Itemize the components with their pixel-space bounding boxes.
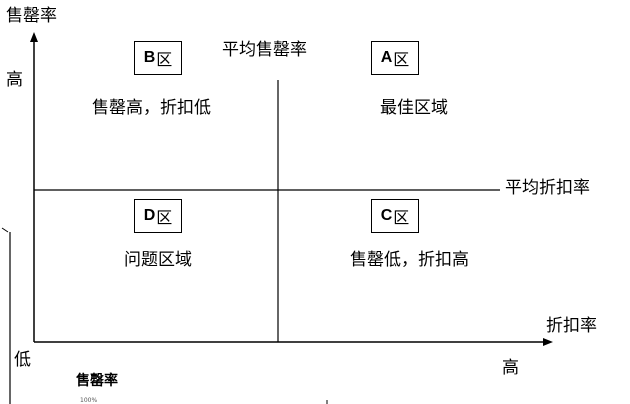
y-axis-arrow — [30, 32, 38, 42]
origin-low-label: 低 — [14, 350, 31, 370]
x-axis-high-label: 高 — [502, 358, 519, 378]
quadrant-a-desc: 最佳区域 — [380, 98, 448, 118]
quadrant-a-letter: A — [380, 49, 393, 66]
left-edge-tick — [1, 227, 9, 233]
quadrant-d-desc: 问题区域 — [124, 250, 192, 270]
avg-discount-label: 平均折扣率 — [505, 178, 590, 198]
y-axis-title: 售罄率 — [6, 6, 57, 26]
x-axis-title: 折扣率 — [546, 316, 597, 336]
quadrant-c-letter: C — [380, 207, 393, 224]
quadrant-a-suffix: 区 — [393, 52, 410, 69]
avg-sellthrough-label: 平均售罄率 — [222, 40, 307, 60]
quadrant-d-suffix: 区 — [156, 210, 173, 227]
quadrant-b-suffix: 区 — [156, 52, 173, 69]
quadrant-c-desc: 售罄低，折扣高 — [350, 250, 469, 270]
quadrant-c-suffix: 区 — [393, 210, 410, 227]
quadrant-b-letter: B — [143, 49, 156, 66]
bottom-tiny-label: 100% — [80, 397, 98, 404]
bottom-label: 售罄率 — [76, 373, 118, 389]
quadrant-d-letter: D — [143, 207, 156, 224]
quadrant-b-desc: 售罄高，折扣低 — [92, 98, 211, 118]
x-axis-arrow — [543, 338, 553, 346]
y-axis-high-label: 高 — [6, 70, 23, 90]
